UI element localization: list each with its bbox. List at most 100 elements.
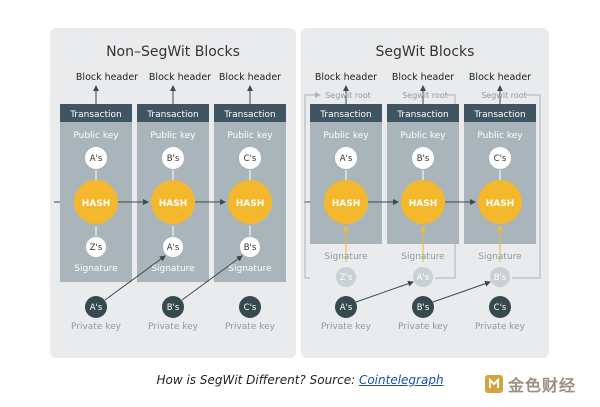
public-key-label: Public key xyxy=(73,131,119,141)
segwit-root-label: Segwit root xyxy=(325,91,371,100)
segwit-root-label: Segwit root xyxy=(402,91,448,100)
public-key-node xyxy=(412,147,434,169)
private-key-node xyxy=(412,296,434,318)
hash-node xyxy=(151,180,195,224)
signature-label: Signature xyxy=(74,264,118,274)
public-key-label: Public key xyxy=(323,131,369,141)
signature-node xyxy=(240,237,260,257)
private-key-label: Private key xyxy=(475,322,526,332)
svg-text:HASH: HASH xyxy=(332,199,361,209)
svg-text:B's: B's xyxy=(167,154,180,164)
non-segwit-column-2: Block header Transaction Public key B's … xyxy=(137,72,211,332)
block-header-label: Block header xyxy=(219,72,281,83)
segwit-root-label: Segwit root xyxy=(481,91,527,100)
svg-text:Z's: Z's xyxy=(90,243,103,253)
caption-text: How is SegWit Different? Source: xyxy=(156,373,359,387)
private-key-label: Private key xyxy=(321,322,372,332)
golden-logo-icon xyxy=(485,375,503,393)
private-key-node xyxy=(162,296,184,318)
signature-label: Signature xyxy=(151,264,195,274)
segwit-column-2: Block header Segwit root Transaction Pub… xyxy=(387,72,459,332)
sign-arrow xyxy=(355,280,414,303)
watermark-text: 金色财经 xyxy=(508,376,577,395)
hash-node xyxy=(228,180,272,224)
private-key-label: Private key xyxy=(148,322,199,332)
svg-text:A's: A's xyxy=(167,243,180,253)
sign-arrow xyxy=(432,280,491,303)
svg-text:B's: B's xyxy=(244,243,257,253)
private-key-node xyxy=(489,296,511,318)
private-key-label: Private key xyxy=(398,322,449,332)
signature-label: Signature xyxy=(478,252,522,262)
transaction-label: Transaction xyxy=(319,110,372,120)
private-key-label: Private key xyxy=(225,322,276,332)
svg-text:B's: B's xyxy=(417,154,430,164)
public-key-label: Public key xyxy=(400,131,446,141)
segwit-column-3: Block header Segwit root Transaction Pub… xyxy=(464,72,541,332)
hash-node xyxy=(478,180,522,224)
private-key-node xyxy=(239,296,261,318)
svg-text:A's: A's xyxy=(90,154,103,164)
signature-node xyxy=(490,267,510,287)
transaction-label: Transaction xyxy=(69,110,122,120)
transaction-label: Transaction xyxy=(473,110,526,120)
svg-text:C's: C's xyxy=(494,154,507,164)
transaction-label: Transaction xyxy=(146,110,199,120)
figure-caption: How is SegWit Different? Source: Cointel… xyxy=(0,373,600,387)
non-segwit-column-1: Block header Transaction Public key A's … xyxy=(60,72,138,332)
svg-text:C's: C's xyxy=(244,154,257,164)
sign-arrow xyxy=(104,255,166,301)
private-key-label: Private key xyxy=(71,322,122,332)
svg-text:HASH: HASH xyxy=(236,199,265,209)
public-key-label: Public key xyxy=(477,131,523,141)
block-header-label: Block header xyxy=(149,72,211,83)
diagram-svg: Non–SegWit Blocks SegWit Blocks Block he… xyxy=(50,28,549,358)
svg-text:A's: A's xyxy=(417,273,430,283)
signature-node xyxy=(336,267,356,287)
hash-node xyxy=(401,180,445,224)
svg-text:B's: B's xyxy=(167,303,180,313)
non-segwit-title: Non–SegWit Blocks xyxy=(106,44,240,60)
public-key-node xyxy=(85,147,107,169)
transaction-label: Transaction xyxy=(396,110,449,120)
watermark: 金色财经 xyxy=(484,372,576,396)
svg-text:A's: A's xyxy=(340,154,353,164)
signature-label: Signature xyxy=(401,252,445,262)
block-header-label: Block header xyxy=(76,72,138,83)
block-header-label: Block header xyxy=(315,72,377,83)
public-key-node xyxy=(239,147,261,169)
segwit-title: SegWit Blocks xyxy=(376,44,475,60)
svg-text:C's: C's xyxy=(244,303,257,313)
private-key-node xyxy=(85,296,107,318)
public-key-node xyxy=(335,147,357,169)
svg-text:A's: A's xyxy=(340,303,353,313)
non-segwit-column-3: Block header Transaction Public key C's … xyxy=(214,72,286,332)
cointelegraph-link[interactable]: Cointelegraph xyxy=(358,373,444,387)
svg-text:HASH: HASH xyxy=(159,199,188,209)
public-key-label: Public key xyxy=(150,131,196,141)
block-header-label: Block header xyxy=(469,72,531,83)
signature-node xyxy=(413,267,433,287)
signature-label: Signature xyxy=(228,264,272,274)
svg-text:B's: B's xyxy=(417,303,430,313)
svg-text:HASH: HASH xyxy=(486,199,515,209)
svg-text:Z's: Z's xyxy=(340,273,353,283)
hash-node xyxy=(74,180,118,224)
transaction-label: Transaction xyxy=(223,110,276,120)
sign-arrow xyxy=(181,255,243,301)
svg-text:HASH: HASH xyxy=(82,199,111,209)
svg-text:A's: A's xyxy=(90,303,103,313)
hash-node xyxy=(324,180,368,224)
signature-node xyxy=(163,237,183,257)
public-key-label: Public key xyxy=(227,131,273,141)
svg-text:HASH: HASH xyxy=(409,199,438,209)
signature-label: Signature xyxy=(324,252,368,262)
private-key-node xyxy=(335,296,357,318)
public-key-node xyxy=(162,147,184,169)
signature-node xyxy=(86,237,106,257)
svg-text:B's: B's xyxy=(494,273,507,283)
svg-text:C's: C's xyxy=(494,303,507,313)
segwit-column-1: Block header Segwit root Transaction Pub… xyxy=(304,72,382,332)
block-header-label: Block header xyxy=(392,72,454,83)
